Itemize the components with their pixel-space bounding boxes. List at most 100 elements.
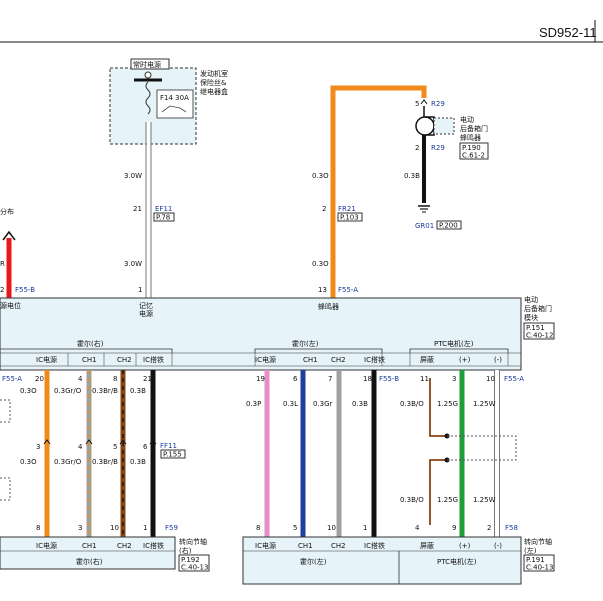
module-hl-pin-3: IC搭铁 (364, 355, 385, 364)
bottom-hr-pin-2: CH2 (117, 542, 132, 550)
module-hr-pin-2: CH2 (117, 356, 132, 364)
buzzer-pin-bottom: 2 (415, 144, 419, 152)
hl-pin-top-2: 7 (328, 375, 332, 383)
bottom-ptc-pin-0: 屏蔽 (420, 541, 434, 550)
buzzer-pin-top: 5 (415, 100, 419, 108)
hr-spec-bot-3: 0.3B (130, 458, 146, 466)
group-ptc: PTC电机(左) (434, 339, 474, 348)
bottom-hl-pin-2: CH2 (331, 542, 346, 550)
group-hall-left: 霍尔(左) (292, 339, 319, 348)
hr-spec-bot-2: 0.3Br/B (92, 458, 118, 466)
hr-pin-top-0: 20 (35, 375, 44, 383)
bottom-hr-pin-0: IC电源 (36, 541, 57, 550)
module-ef11-label-2: 电源 (139, 309, 153, 318)
left-edge-label: 分布 (0, 207, 14, 216)
buzzer-conn-bottom: R29 (431, 144, 445, 152)
hl-pin-bot-0: 8 (256, 524, 260, 532)
module-conn-left: F55-A (2, 375, 22, 383)
ptc-spec-top-1: 1.25G (437, 400, 458, 408)
fr21-page: P.103 (340, 214, 359, 222)
bottom-left-ref-2: C.40-13 (526, 564, 553, 572)
fuse-top-label: 常时电源 (133, 60, 161, 69)
bottom-left-ref-1: P.191 (526, 556, 545, 564)
bottom-left-title-1: 转向节轴 (524, 537, 552, 546)
bottom-right-ref-2: C.40-13 (181, 564, 208, 572)
module-title-3: 模块 (524, 313, 538, 322)
module-ptc-pin-0: 屏蔽 (420, 355, 434, 364)
module-conn-right: F55-A (504, 375, 524, 383)
ef11-conn: EF11 (155, 205, 172, 213)
module-ref-1: P.151 (526, 324, 545, 332)
buzzer-label-2: 后备箱门 (460, 124, 488, 133)
twisted-pair-box (447, 435, 517, 461)
hl-pin-top-3: 18 (363, 375, 372, 383)
wire-orange-fr21 (330, 85, 427, 298)
header-code: SD952-11 (539, 25, 597, 40)
ptc-pin-bot-1: 9 (452, 524, 456, 532)
fuse-box-label-3: 继电器盒 (200, 87, 228, 96)
fuse-icon (145, 81, 151, 115)
buzzer-label-1: 电动 (460, 115, 474, 124)
hr-spec-top-3: 0.3B (130, 387, 146, 395)
bottom-hl-pin-3: IC搭铁 (364, 541, 385, 550)
left-edge-conn: F55-B (15, 286, 35, 294)
hr-spec-top-0: 0.3O (20, 387, 37, 395)
ptc-pin-top-0: 11 (420, 375, 429, 383)
module-buzzer-label: 蜂鸣器 (318, 302, 339, 311)
hl-pin-top-0: 19 (256, 375, 265, 383)
buzzer-ref-2: C.61-2 (462, 152, 485, 160)
bottom-hall-left-name: 霍尔(左) (300, 557, 327, 566)
ptc-spec-top-2: 1.25W (473, 400, 496, 408)
car-icon (161, 105, 187, 113)
ef11-lower-spec: 3.0W (124, 260, 142, 268)
module-left-label: 源电位 (0, 301, 21, 310)
left-edge-pin: 2 (0, 286, 4, 294)
hr-spec-bot-1: 0.3Gr/O (54, 458, 82, 466)
arrow-up-icon (2, 230, 16, 241)
ptc-spec-bot-2: 1.25W (473, 496, 496, 504)
ptc-pin-bot-2: 2 (487, 524, 491, 532)
ff11-page: P.155 (163, 451, 182, 459)
hl-pin-bot-1: 5 (293, 524, 297, 532)
ef11-page: P.78 (156, 214, 170, 222)
module-hl-pin-0: IC电源 (255, 355, 276, 364)
left-edge-wire-code: R (0, 260, 5, 268)
fr21-lower-spec: 0.3O (312, 260, 329, 268)
hr-pin-mid-2: 5 (113, 443, 117, 451)
trunk-module-box (0, 297, 522, 371)
ground-page: P.200 (439, 222, 458, 230)
buzzer-label-3: 蜂鸣器 (460, 133, 481, 142)
fr21-pin: 2 (322, 205, 326, 213)
buzzer-ref-1: P.190 (462, 144, 481, 152)
f58-conn: F58 (505, 524, 518, 532)
hr-spec-top-1: 0.3Gr/O (54, 387, 82, 395)
bottom-left-title-2: (左) (524, 546, 537, 555)
bottom-hr-pin-1: CH1 (82, 542, 97, 550)
ptc-spec-bot-0: 0.3B/O (400, 496, 424, 504)
buzzer-conn-top: R29 (431, 100, 445, 108)
hr-pin-mid-0: 3 (36, 443, 40, 451)
ef11-bottom-pin: 1 (138, 286, 142, 294)
bottom-ptc-pin-2: (-) (494, 542, 502, 550)
hr-spec-top-2: 0.3Br/B (92, 387, 118, 395)
module-ptc-pin-1: (+) (459, 356, 471, 364)
fr21-bottom-conn: F55-A (338, 286, 358, 294)
f59-conn: F59 (165, 524, 178, 532)
bottom-right-title-2: (右) (179, 546, 192, 555)
bottom-ptc-name: PTC电机(左) (437, 557, 477, 566)
group-hall-right: 霍尔(右) (77, 339, 104, 348)
hr-pin-bot-0: 8 (36, 524, 40, 532)
bottom-hr-pin-3: IC搭铁 (143, 541, 164, 550)
ptc-spec-top-0: 0.3B/O (400, 400, 424, 408)
hr-pin-bot-3: 1 (143, 524, 147, 532)
fr21-upper-spec: 0.3O (312, 172, 329, 180)
module-hr-pin-0: IC电源 (36, 355, 57, 364)
hl-pin-bot-3: 1 (363, 524, 367, 532)
hl-spec-0: 0.3P (246, 400, 261, 408)
bottom-right-ref-1: P.192 (181, 556, 200, 564)
ff11-conn: FF11 (160, 442, 177, 450)
fr21-bottom-pin: 13 (318, 286, 327, 294)
fuse-rating: F14 30A (160, 94, 189, 102)
module-conn-mid: F55-B (379, 375, 399, 383)
